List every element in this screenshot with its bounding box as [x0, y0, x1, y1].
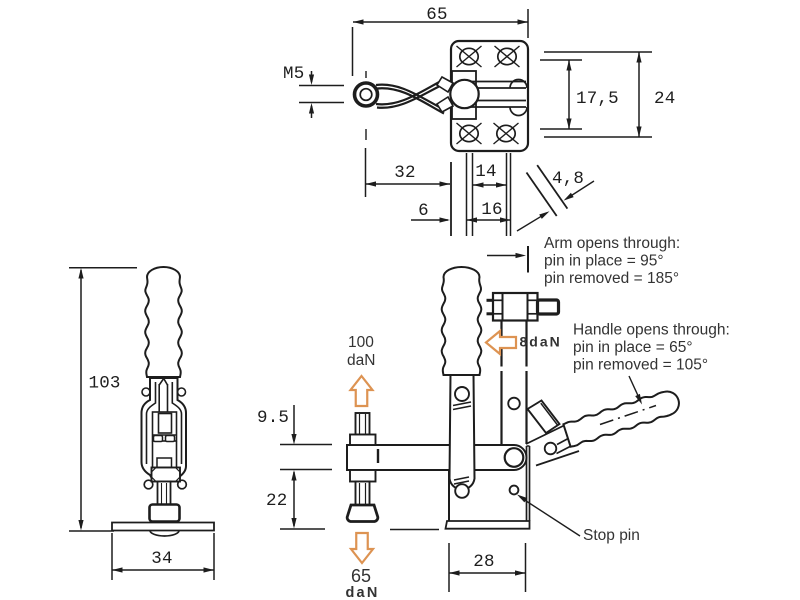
svg-text:32: 32	[394, 163, 415, 183]
svg-text:9.5: 9.5	[257, 408, 289, 428]
svg-text:14: 14	[475, 162, 496, 182]
svg-text:8daN: 8daN	[520, 334, 562, 350]
svg-text:pin in place = 65°: pin in place = 65°	[573, 339, 693, 356]
svg-text:4,8: 4,8	[552, 169, 584, 189]
svg-text:Handle opens through:: Handle opens through:	[573, 322, 730, 339]
svg-text:34: 34	[151, 549, 172, 569]
svg-text:daN: daN	[347, 352, 375, 369]
svg-text:65: 65	[426, 5, 447, 25]
svg-text:24: 24	[654, 89, 675, 109]
svg-text:100: 100	[348, 334, 374, 351]
svg-text:28: 28	[473, 552, 494, 572]
svg-text:M5: M5	[283, 64, 304, 84]
svg-text:pin in place = 95°: pin in place = 95°	[544, 253, 664, 270]
svg-text:Stop pin: Stop pin	[583, 527, 640, 544]
svg-text:65: 65	[351, 566, 371, 586]
svg-text:pin removed = 185°: pin removed = 185°	[544, 270, 679, 287]
svg-text:daN: daN	[346, 585, 380, 600]
svg-text:103: 103	[89, 374, 121, 394]
svg-text:16: 16	[481, 200, 502, 220]
svg-text:6: 6	[418, 201, 429, 221]
svg-text:pin removed = 105°: pin removed = 105°	[573, 357, 708, 374]
svg-text:Arm opens through:: Arm opens through:	[544, 235, 680, 252]
svg-text:22: 22	[266, 491, 287, 511]
svg-text:17,5: 17,5	[576, 89, 619, 109]
